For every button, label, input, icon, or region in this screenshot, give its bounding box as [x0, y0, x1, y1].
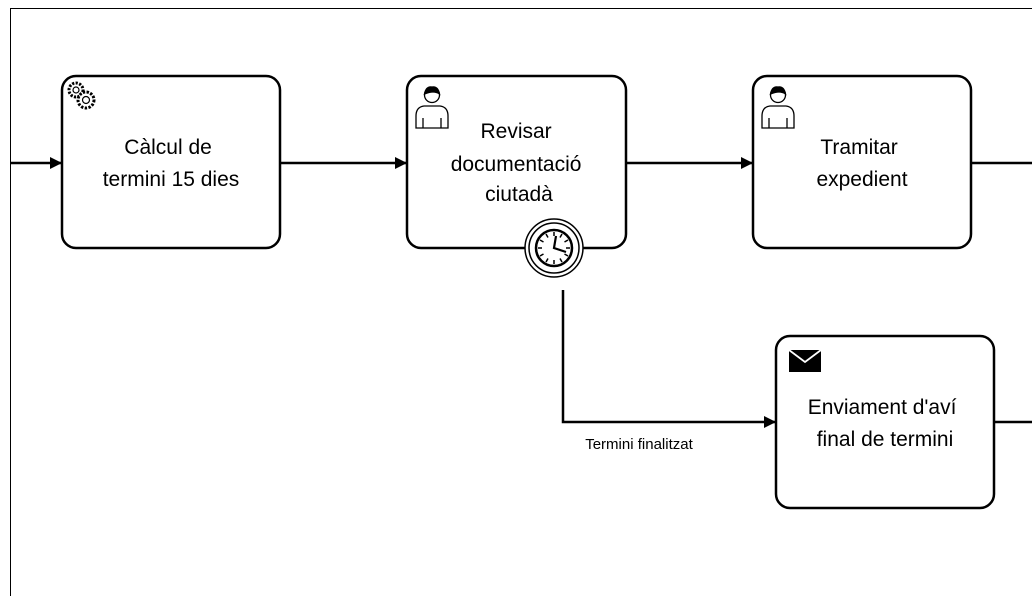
task-label-line: ciutadà — [485, 183, 553, 206]
envelope-icon — [788, 349, 822, 372]
task-revisar-documentacio[interactable]: Revisar documentació ciutadà — [405, 74, 628, 250]
user-icon — [761, 86, 795, 129]
task-label-line: Tramitar — [820, 136, 897, 159]
user-icon — [415, 86, 449, 129]
task-label-line: Revisar — [480, 120, 551, 143]
gear-icon — [67, 81, 96, 110]
sequence-flows — [10, 157, 1032, 428]
svg-text:Tramitar expedient: Tramitar expedient — [816, 136, 907, 191]
flow-label-termini-finalitzat: Termini finalitzat — [585, 436, 693, 453]
task-label-line: final de termini — [817, 428, 954, 451]
task-calcul-termini[interactable]: Càlcul de termini 15 dies — [60, 74, 282, 250]
task-label-line: Enviament d'aví — [808, 396, 957, 419]
task-label-line: termini 15 dies — [103, 168, 240, 191]
flow-timer-to-enviament[interactable] — [561, 290, 776, 428]
task-tramitar-expedient[interactable]: Tramitar expedient — [751, 74, 973, 250]
task-label-line: expedient — [816, 168, 907, 191]
svg-text:Revisar documentació: Revisar documentació ciutadà — [451, 120, 588, 206]
svg-text:Enviament d'aví final de: Enviament d'aví final de termini — [808, 396, 963, 451]
clock-icon — [534, 228, 574, 268]
svg-text:Càlcul de termini 15 die: Càlcul de termini 15 dies — [103, 136, 240, 191]
timer-boundary-event[interactable] — [524, 218, 584, 278]
task-label-line: Càlcul de — [124, 136, 212, 159]
diagram-border — [10, 8, 1032, 596]
task-enviament-avis[interactable]: Enviament d'aví final de termini — [774, 334, 996, 510]
task-label-line: documentació — [451, 153, 582, 176]
